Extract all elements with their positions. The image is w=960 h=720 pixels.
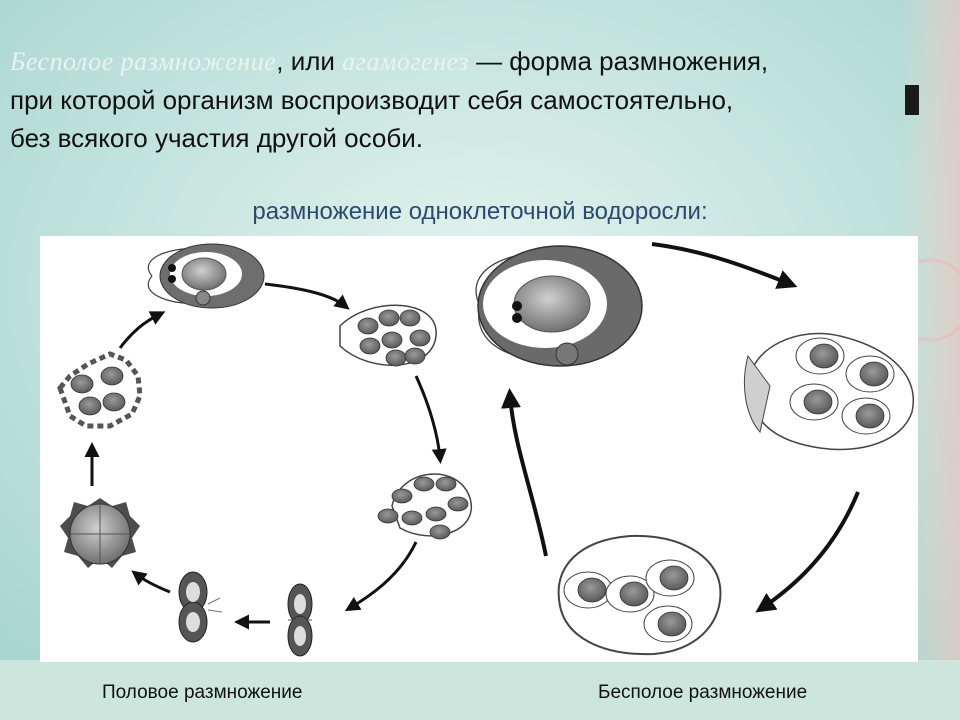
gamete-cluster bbox=[377, 473, 473, 540]
dividing-cell-8 bbox=[339, 304, 437, 367]
sexual-cycle bbox=[57, 243, 473, 657]
sexual-cycle-arrows bbox=[84, 282, 447, 630]
definition-line1-tail: — форма размножения, bbox=[468, 46, 769, 76]
asexual-cycle bbox=[475, 242, 914, 656]
definition-line2: при которой организм воспроизводит себя … bbox=[10, 85, 734, 115]
definition-text: Бесполое размножение, или агамогенез — ф… bbox=[10, 42, 950, 157]
sporangium-4-bottom bbox=[557, 534, 722, 656]
caption-asexual-reproduction: Бесполое размножение bbox=[598, 682, 808, 703]
term-agamogenesis: агамогенез bbox=[342, 47, 469, 76]
asexual-cycle-arrows bbox=[500, 242, 860, 613]
germinating-zygote bbox=[57, 351, 143, 429]
fusing-gametes bbox=[287, 583, 313, 657]
mature-cell-left bbox=[147, 243, 265, 309]
sporangium-4-right bbox=[743, 332, 914, 451]
zygospore bbox=[60, 498, 140, 568]
diagram-subtitle: размножение одноклеточной водоросли: bbox=[252, 198, 708, 225]
caption-sexual-reproduction: Половое размножение bbox=[102, 682, 303, 703]
reproduction-diagram bbox=[40, 236, 918, 662]
definition-line3: без всякого участия другой особи. bbox=[10, 123, 424, 153]
term-asexual-reproduction: Бесполое размножение bbox=[10, 47, 277, 76]
definition-separator: , или bbox=[276, 46, 343, 76]
mature-cell-right bbox=[475, 245, 643, 367]
zygote-forming bbox=[178, 571, 223, 643]
